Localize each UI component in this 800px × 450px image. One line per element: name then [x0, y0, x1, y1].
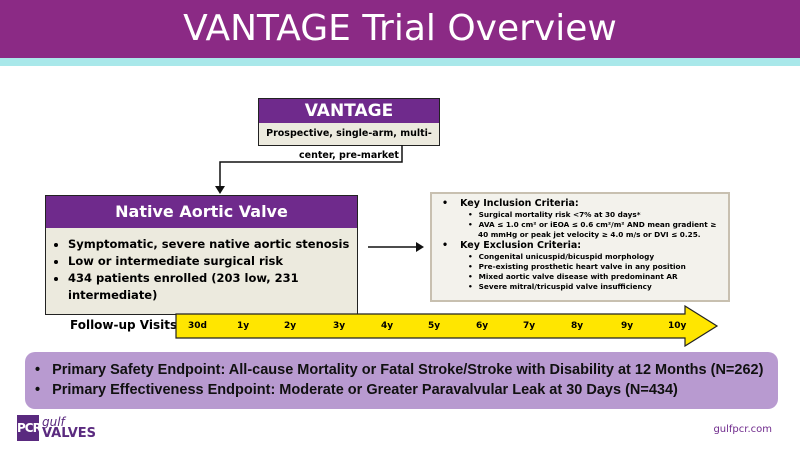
vantage-box: VANTAGE Prospective, single-arm, multi-c… — [258, 98, 440, 161]
exclusion-title: Key Exclusion Criteria: — [442, 240, 728, 252]
timeline-tick: 7y — [523, 321, 536, 331]
logo-valves: VALVES — [42, 426, 97, 441]
effectiveness-endpoint: Primary Effectiveness Endpoint: Moderate… — [35, 380, 778, 400]
inclusion-title: Key Inclusion Criteria: — [442, 198, 728, 210]
exclusion-item: Severe mitral/tricuspid valve insufficie… — [468, 282, 728, 292]
native-title: Native Aortic Valve — [46, 196, 357, 228]
pcr-logo: PCR — [17, 415, 42, 441]
inclusion-item: Surgical mortality risk <7% at 30 days* — [468, 210, 728, 220]
native-aortic-valve-box: Native Aortic Valve Symptomatic, severe … — [45, 195, 358, 315]
accent-strip — [0, 58, 800, 66]
safety-endpoint: Primary Safety Endpoint: All-cause Morta… — [35, 360, 778, 380]
gulf-valves-logo: PCR gulf VALVES — [17, 415, 96, 441]
timeline-tick: 1y — [237, 321, 250, 331]
footer-url: gulfpcr.com — [713, 424, 772, 435]
timeline-arrow — [175, 305, 719, 347]
exclusion-item: Mixed aortic valve disease with predomin… — [468, 272, 728, 282]
exclusion-item: Pre-existing prosthetic heart valve in a… — [468, 262, 728, 272]
endpoints-box: Primary Safety Endpoint: All-cause Morta… — [25, 352, 778, 409]
followup-label: Follow-up Visits: — [70, 318, 182, 332]
page-title: VANTAGE Trial Overview — [0, 0, 800, 58]
native-bullet: Symptomatic, severe native aortic stenos… — [68, 236, 357, 253]
vantage-subtitle: Prospective, single-arm, multi-center, p… — [259, 123, 439, 161]
timeline-tick: 9y — [621, 321, 634, 331]
timeline-tick: 5y — [428, 321, 441, 331]
timeline-tick: 10y — [668, 321, 687, 331]
vantage-title: VANTAGE — [259, 99, 439, 123]
timeline-tick: 2y — [284, 321, 297, 331]
native-bullet: 434 patients enrolled (203 low, 231 inte… — [68, 270, 357, 304]
criteria-box: Key Inclusion Criteria: Surgical mortali… — [430, 192, 730, 302]
timeline-tick: 4y — [381, 321, 394, 331]
timeline-tick: 6y — [476, 321, 489, 331]
exclusion-item: Congenital unicuspid/bicuspid morphology — [468, 252, 728, 262]
timeline-tick: 30d — [188, 321, 207, 331]
native-bullet: Low or intermediate surgical risk — [68, 253, 357, 270]
logo-gulf: gulf — [42, 415, 65, 429]
inclusion-item: AVA ≤ 1.0 cm² or iEOA ≤ 0.6 cm²/m² AND m… — [468, 220, 728, 240]
timeline-tick: 3y — [333, 321, 346, 331]
timeline-tick: 8y — [571, 321, 584, 331]
